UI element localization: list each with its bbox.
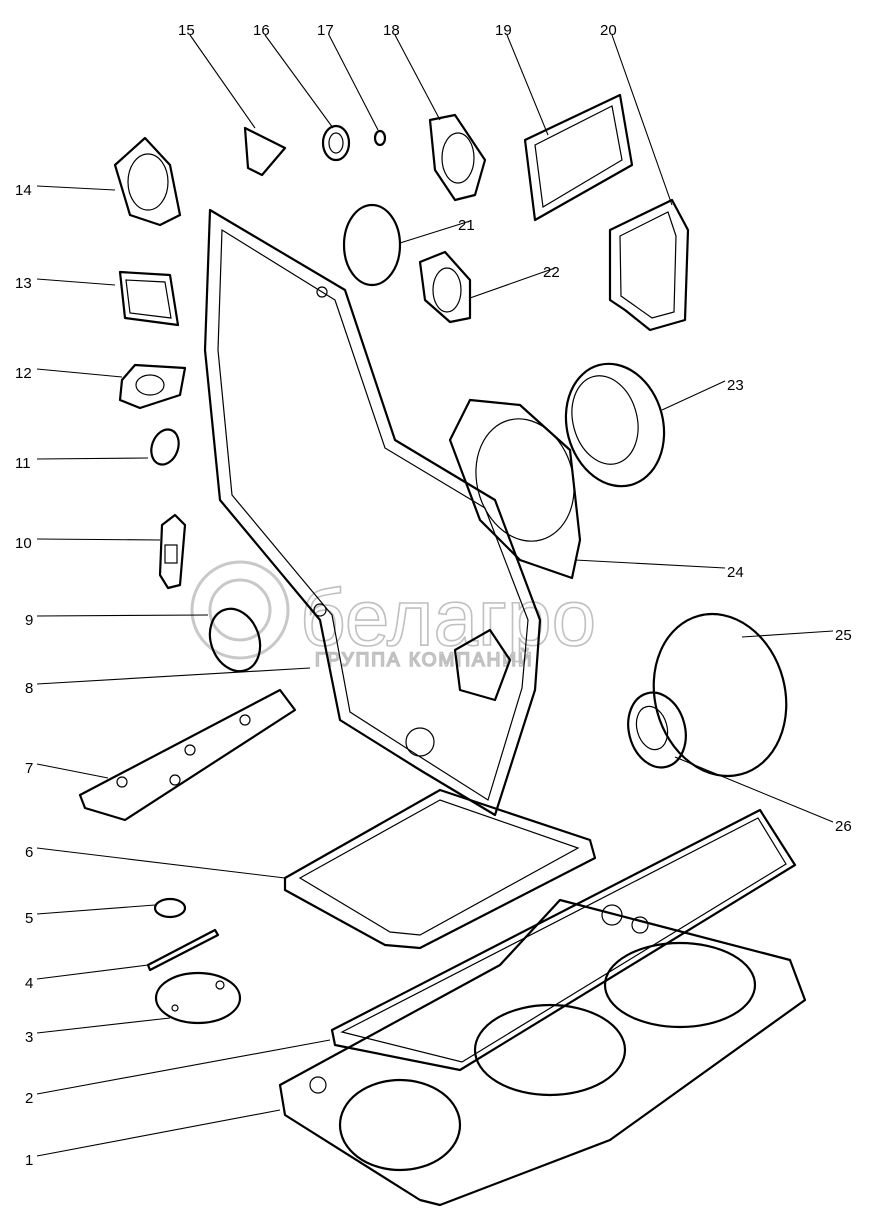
callout-11: 11	[15, 455, 31, 472]
callout-1: 1	[25, 1152, 33, 1169]
leader-line-4	[36, 964, 149, 980]
callout-19: 19	[495, 22, 512, 39]
part-22-flange-gasket	[418, 250, 472, 324]
part-11-o-ring	[150, 428, 180, 466]
leader-line-2	[36, 1039, 331, 1095]
leader-line-11	[36, 457, 149, 460]
leader-line-19	[506, 34, 549, 136]
part-17-small-ring	[373, 129, 387, 147]
callout-22: 22	[543, 264, 560, 281]
leader-line-24	[574, 559, 726, 569]
leader-line-12	[36, 368, 123, 378]
part-10-small-gasket	[158, 513, 187, 590]
part-6-oil-pan-gasket	[283, 788, 597, 950]
callout-3: 3	[25, 1029, 33, 1046]
leader-line-23	[661, 380, 726, 411]
callout-20: 20	[600, 22, 617, 39]
callout-2: 2	[25, 1090, 33, 1107]
callout-7: 7	[25, 760, 33, 777]
watermark-tagline: ГРУППА КОМПАНИЙ	[315, 649, 534, 671]
part-13-rect-gasket	[118, 270, 180, 327]
leader-line-14	[36, 185, 116, 191]
callout-24: 24	[727, 564, 744, 581]
leader-line-16	[264, 34, 334, 129]
callout-23: 23	[727, 377, 744, 394]
watermark-brand: белагро	[300, 573, 596, 662]
leader-line-13	[36, 278, 116, 286]
part-8-timing-cover-gasket	[203, 208, 542, 817]
leader-line-9	[36, 614, 209, 617]
callout-13: 13	[15, 275, 32, 292]
part-1-cylinder-head-gasket	[278, 898, 807, 1207]
callout-8: 8	[25, 680, 33, 697]
part-3-round-flange-gasket	[154, 971, 242, 1025]
part-19-cover-gasket	[523, 93, 634, 222]
part-18-flange-gasket	[428, 113, 487, 202]
leader-line-3	[36, 1017, 171, 1034]
leader-line-22	[469, 267, 556, 299]
leader-line-20	[611, 34, 673, 206]
watermark-logo: белагро ГРУППА КОМПАНИЙ	[190, 560, 597, 672]
callout-5: 5	[25, 910, 33, 927]
callout-26: 26	[835, 818, 852, 835]
part-26-oil-seal	[627, 691, 687, 769]
callout-21: 21	[458, 217, 475, 234]
callout-6: 6	[25, 844, 33, 861]
leader-line-7	[36, 763, 109, 779]
part-23-crankshaft-seal	[564, 362, 666, 488]
callout-16: 16	[253, 22, 270, 39]
callout-25: 25	[835, 627, 852, 644]
leader-line-6	[36, 847, 286, 879]
callout-12: 12	[15, 365, 32, 382]
part-5-o-ring	[153, 897, 187, 919]
callout-4: 4	[25, 975, 33, 992]
part-15-triangular-gasket	[243, 126, 287, 177]
leader-line-18	[394, 34, 441, 121]
leader-line-5	[36, 904, 156, 915]
part-4-cord-seal	[146, 928, 220, 972]
leader-line-1	[36, 1109, 281, 1157]
part-2-valve-cover-gasket	[330, 808, 797, 1072]
callout-15: 15	[178, 22, 195, 39]
part-20-cover-gasket	[608, 198, 690, 332]
leader-line-21	[399, 220, 471, 244]
callout-18: 18	[383, 22, 400, 39]
part-24-housing-gasket	[448, 398, 582, 580]
leader-line-15	[189, 34, 256, 129]
leader-line-25	[741, 630, 834, 638]
leader-line-17	[328, 34, 379, 131]
leader-line-10	[36, 538, 161, 541]
callout-17: 17	[317, 22, 334, 39]
part-9-seal-ring	[208, 607, 262, 673]
callout-10: 10	[15, 535, 32, 552]
leader-line-26	[674, 756, 834, 823]
part-12-flange-gasket	[118, 363, 187, 410]
callout-9: 9	[25, 612, 33, 629]
part-25-large-o-ring	[652, 612, 788, 778]
leader-line-8	[36, 667, 311, 685]
part-7-manifold-gasket	[78, 688, 297, 822]
part-21-o-ring	[342, 203, 402, 287]
callout-14: 14	[15, 182, 32, 199]
part-16-washer	[321, 124, 351, 162]
part-14-pump-gasket	[113, 136, 182, 227]
